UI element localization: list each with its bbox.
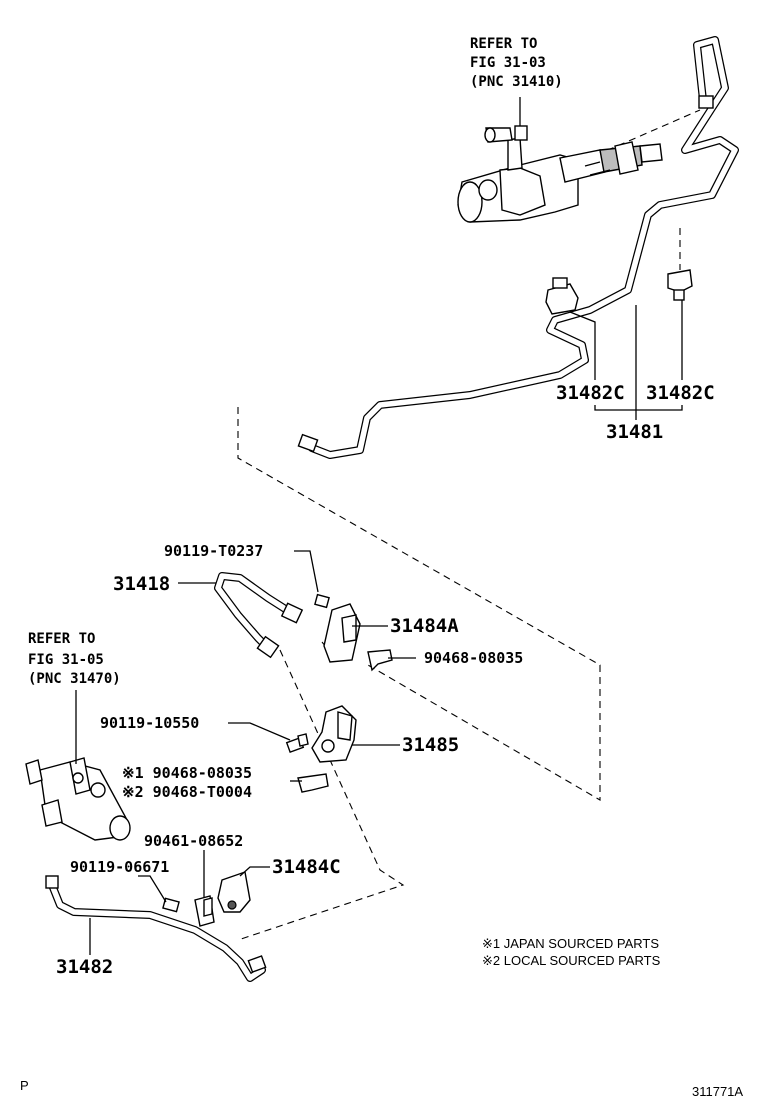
label-90461-08652: 90461-08652	[144, 832, 243, 850]
bracket-90461-08652	[194, 895, 215, 927]
assembly-outline-upper	[237, 407, 601, 801]
clamp-31484C	[217, 871, 251, 913]
clutch-master-cylinder	[457, 125, 663, 223]
bolt-90119-10550	[285, 733, 309, 753]
label-31481: 31481	[606, 421, 663, 443]
ref-left-line3: (PNC 31470)	[28, 671, 121, 687]
ref-left-line1: REFER TO	[28, 631, 95, 647]
leader-90119-10550	[228, 722, 291, 741]
ref-top-line1: REFER TO	[470, 36, 537, 52]
ref-top-line3: (PNC 31410)	[470, 74, 563, 90]
bracket-31485	[311, 705, 357, 763]
label-90468-T0004: ※2 90468-T0004	[122, 783, 252, 801]
clutch-pipe-31481	[297, 36, 739, 459]
label-31484A: 31484A	[390, 615, 459, 637]
note-japan-sourced: ※1 JAPAN SOURCED PARTS	[482, 936, 659, 951]
label-31482C-right: 31482C	[646, 382, 715, 404]
label-90468-08035: 90468-08035	[424, 649, 523, 667]
clutch-release-cylinder	[25, 757, 131, 841]
bracket-31484A	[323, 603, 361, 663]
label-90119-06671: 90119-06671	[70, 858, 169, 876]
leader-31482C-left	[569, 311, 596, 380]
clutch-pipe-31482	[45, 875, 267, 982]
label-31485: 31485	[402, 734, 459, 756]
leader-90119-T0237	[294, 550, 319, 593]
bolt-90119-06671	[162, 897, 180, 913]
label-31482C-left: 31482C	[556, 382, 625, 404]
label-90119-T0237: 90119-T0237	[164, 542, 263, 560]
bolt-90119-T0237	[314, 593, 330, 609]
label-31482: 31482	[56, 956, 113, 978]
label-90468-08035-jp: ※1 90468-08035	[122, 764, 252, 782]
label-90119-10550: 90119-10550	[100, 714, 199, 732]
pipe-guide-top	[584, 109, 701, 161]
note-local-sourced: ※2 LOCAL SOURCED PARTS	[482, 953, 661, 968]
leader-31484C	[239, 866, 270, 877]
clip-90468-08035	[367, 649, 393, 672]
ref-top-line2: FIG 31-03	[470, 55, 546, 71]
leader-90119-06671	[138, 875, 167, 903]
label-31484C: 31484C	[272, 856, 341, 878]
pipe-clip-left	[545, 277, 579, 315]
footer-figure-number: 311771A	[692, 1084, 743, 1099]
ref-left-line2: FIG 31-05	[28, 652, 104, 668]
clutch-hose-31418	[214, 572, 304, 659]
footer-left: P	[20, 1078, 29, 1093]
assembly-outline-lower	[237, 649, 405, 941]
clip-90468-lower	[297, 773, 329, 793]
label-31418: 31418	[113, 573, 170, 595]
leader-bracket-31481	[594, 405, 683, 411]
pipe-clip-right	[667, 269, 693, 301]
